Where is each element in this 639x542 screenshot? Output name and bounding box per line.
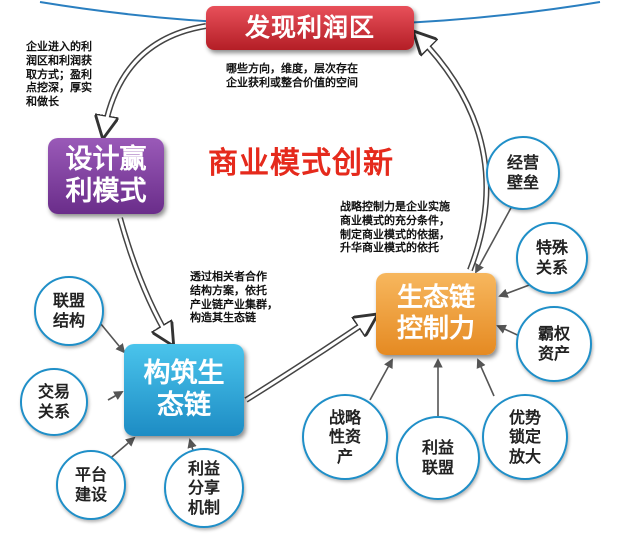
box-ecosystem-control: 生态链 控制力: [376, 273, 496, 355]
circle-special-relation: 特殊 关系: [516, 222, 588, 294]
circle-benefit-sharing: 利益 分享 机制: [164, 448, 244, 528]
circle-hegemonic-asset: 霸权 资产: [516, 306, 592, 382]
circle-label: 优势 锁定 放大: [508, 407, 541, 466]
circle-label: 利益 分享 机制: [187, 458, 220, 517]
box-design-profit-model: 设计赢 利模式: [48, 138, 164, 214]
circle-label: 经营 壁垒: [506, 153, 539, 192]
note-under-top: 哪些方向，维度，层次存在 企业获利或整合价值的空间: [226, 62, 358, 89]
box-discover-profit-zone: 发现利润区: [206, 6, 414, 50]
circle-label: 霸权 资产: [537, 324, 570, 363]
note-top-left: 企业进入的利 润区和利润获 取方式；盈利 点挖深，厚实 和做长: [26, 40, 92, 108]
connector-line: [107, 391, 124, 401]
box-build-ecosystem: 构筑生 态链: [124, 344, 244, 436]
box-left-label: 设计赢 利模式: [65, 143, 147, 207]
connector-line: [476, 358, 495, 397]
arrow-left-to-bottom: [117, 217, 170, 340]
box-bottom-label: 构筑生 态链: [143, 357, 225, 421]
circle-interest-alliance: 利益 联盟: [396, 416, 480, 500]
circle-platform-building: 平台 建设: [56, 450, 126, 520]
note-middle: 透过相关者合作 结构方案，依托 产业链产业集群， 构造其生态链: [190, 270, 278, 325]
circle-advantage-lock: 优势 锁定 放大: [482, 394, 568, 480]
circle-label: 利益 联盟: [421, 438, 454, 477]
box-top-label: 发现利润区: [244, 13, 375, 42]
connector-line: [369, 358, 393, 401]
circle-label: 交易 关系: [37, 382, 70, 421]
circle-label: 战略 性资 产: [328, 407, 361, 466]
circle-label: 联盟 结构: [52, 291, 85, 330]
note-right-upper: 战略控制力是企业实施 商业模式的充分条件， 制定商业模式的依据， 升华商业模式的…: [340, 200, 450, 255]
circle-label: 平台 建设: [74, 465, 107, 504]
circle-strategic-asset: 战略 性资 产: [302, 394, 388, 480]
circle-label: 特殊 关系: [535, 238, 568, 277]
connector-line: [475, 205, 513, 274]
center-title: 商业模式创新: [208, 146, 394, 181]
circle-business-barrier: 经营 壁垒: [486, 136, 560, 210]
circle-transaction-relation: 交易 关系: [20, 368, 88, 436]
box-right-label: 生态链 控制力: [396, 282, 475, 344]
arrow-top-to-left: [104, 23, 207, 132]
circle-alliance-structure: 联盟 结构: [34, 276, 104, 346]
